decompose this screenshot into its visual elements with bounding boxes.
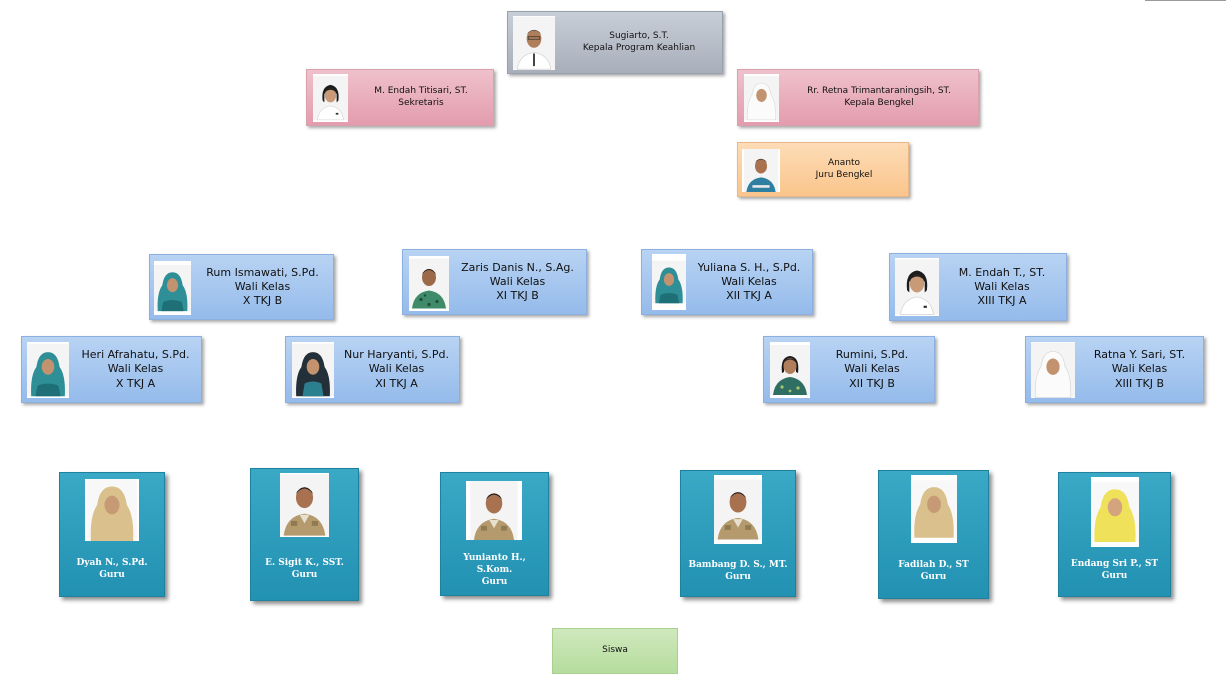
head-role: Kepala Program Keahlian [582,42,696,53]
homeroom-box: Yuliana S. H., S.Pd. Wali Kelas XII TKJ … [641,249,813,315]
person-photo-woman-white-shirt-icon [313,74,348,122]
person-photo-man-teal-shirt-icon [742,149,780,192]
homeroom-class: XIII TKJ B [1115,376,1164,390]
teacher-name: Endang Sri P., ST [1070,559,1159,569]
teacher-box: Endang Sri P., ST Guru [1058,472,1171,597]
person-photo-woman-white-hijab-icon [744,74,779,122]
secretary-box: M. Endah Titisari, ST. Sekretaris [306,69,494,126]
homeroom-name: Yuliana S. H., S.Pd. [697,260,801,274]
teacher-name: Fadilah D., ST [898,560,969,570]
person-photo-woman-batik-icon [770,342,810,398]
homeroom-box: Ratna Y. Sari, ST. Wali Kelas XIII TKJ B [1025,336,1204,403]
person-photo-woman-dark-hijab-icon [292,342,334,398]
homeroom-class: XII TKJ B [849,376,895,390]
teacher-box: Yunianto H., S.Kom. Guru [440,472,549,596]
homeroom-class: XI TKJ B [496,289,539,303]
teacher-name-line2: S.Kom. [476,565,513,576]
person-photo-woman-teal-hijab-icon [652,254,686,310]
teacher-box: Dyah N., S.Pd. Guru [59,472,165,597]
teacher-box: Bambang D. S., MT. Guru [680,470,796,597]
teacher-box: E. Sigit K., SST. Guru [250,468,359,601]
homeroom-role: Wali Kelas [721,274,777,288]
person-photo-woman-yellow-hijab-icon [1091,477,1139,547]
teacher-name-line1: Yunianto H., [463,553,526,563]
homeroom-role: Wali Kelas [844,362,900,376]
homeroom-class: X TKJ B [242,294,283,308]
person-photo-woman-white-shirt-icon [895,258,939,316]
homeroom-name: Nur Haryanti, S.Pd. [344,348,449,362]
homeroom-box: Zaris Danis N., S.Ag. Wali Kelas XI TKJ … [402,249,587,315]
person-photo-man-khaki-uniform-icon [466,481,522,540]
homeroom-role: Wali Kelas [234,279,291,293]
head-name: Sugiarto, S.T. [609,30,669,41]
homeroom-box: M. Endah T., ST. Wali Kelas XIII TKJ A [889,253,1067,321]
homeroom-name: Rum Ismawati, S.Pd. [206,265,319,279]
secretary-name: M. Endah Titisari, ST. [374,85,468,96]
homeroom-role: Wali Kelas [1111,362,1168,376]
secretary-role: Sekretaris [398,97,444,108]
teacher-role: Guru [99,570,125,581]
teacher-role: Guru [481,577,508,588]
teacher-role: Guru [920,572,947,583]
homeroom-role: Wali Kelas [974,279,1030,293]
teacher-role: Guru [291,570,318,581]
top-right-divider [1145,0,1226,1]
workshop-staff-role: Juru Bengkel [815,169,873,180]
homeroom-name: Rumini, S.Pd. [835,348,909,362]
homeroom-box: Heri Afrahatu, S.Pd. Wali Kelas X TKJ A [21,336,202,403]
homeroom-name: Zaris Danis N., S.Ag. [461,260,574,274]
person-photo-man-khaki-uniform-icon [280,473,329,537]
students-box: Siswa [552,628,678,674]
homeroom-role: Wali Kelas [107,362,164,376]
teacher-name: Dyah N., S.Pd. [76,558,148,568]
students-label: Siswa [602,645,628,656]
person-photo-woman-teal-hijab-icon [154,261,191,315]
teacher-name: E. Sigit K., SST. [265,558,344,568]
workshop-head-name: Rr. Retna Trimantaraningsih, ST. [807,85,951,96]
homeroom-name: M. Endah T., ST. [958,265,1046,279]
workshop-staff-box: Ananto Juru Bengkel [737,142,909,197]
person-photo-woman-beige-hijab-icon [911,475,957,543]
teacher-role: Guru [1101,571,1128,582]
person-photo-man-batik-icon [409,256,449,311]
homeroom-class: XIII TKJ A [977,294,1027,308]
homeroom-box: Rumini, S.Pd. Wali Kelas XII TKJ B [763,336,935,403]
person-photo-woman-teal-hijab-icon [27,342,69,398]
person-photo-man-khaki-uniform-icon [714,475,762,544]
head-box: Sugiarto, S.T. Kepala Program Keahlian [507,11,723,74]
workshop-head-box: Rr. Retna Trimantaraningsih, ST. Kepala … [737,69,979,126]
homeroom-name: Ratna Y. Sari, ST. [1093,348,1186,362]
teacher-name: Bambang D. S., MT. [688,560,788,570]
teacher-role: Guru [725,572,751,583]
homeroom-class: XI TKJ A [375,376,418,390]
person-photo-woman-white-hijab-icon [1031,342,1075,398]
homeroom-class: X TKJ A [115,376,156,390]
homeroom-box: Nur Haryanti, S.Pd. Wali Kelas XI TKJ A [285,336,460,403]
homeroom-box: Rum Ismawati, S.Pd. Wali Kelas X TKJ B [149,254,334,320]
workshop-head-role: Kepala Bengkel [844,97,914,108]
homeroom-role: Wali Kelas [489,274,546,288]
teacher-box: Fadilah D., ST Guru [878,470,989,599]
homeroom-role: Wali Kelas [368,362,425,376]
homeroom-name: Heri Afrahatu, S.Pd. [81,348,190,362]
person-photo-man-white-shirt-icon [513,16,555,70]
homeroom-class: XII TKJ A [726,289,772,303]
person-photo-woman-beige-hijab-icon [85,479,139,541]
workshop-staff-name: Ananto [827,157,861,168]
